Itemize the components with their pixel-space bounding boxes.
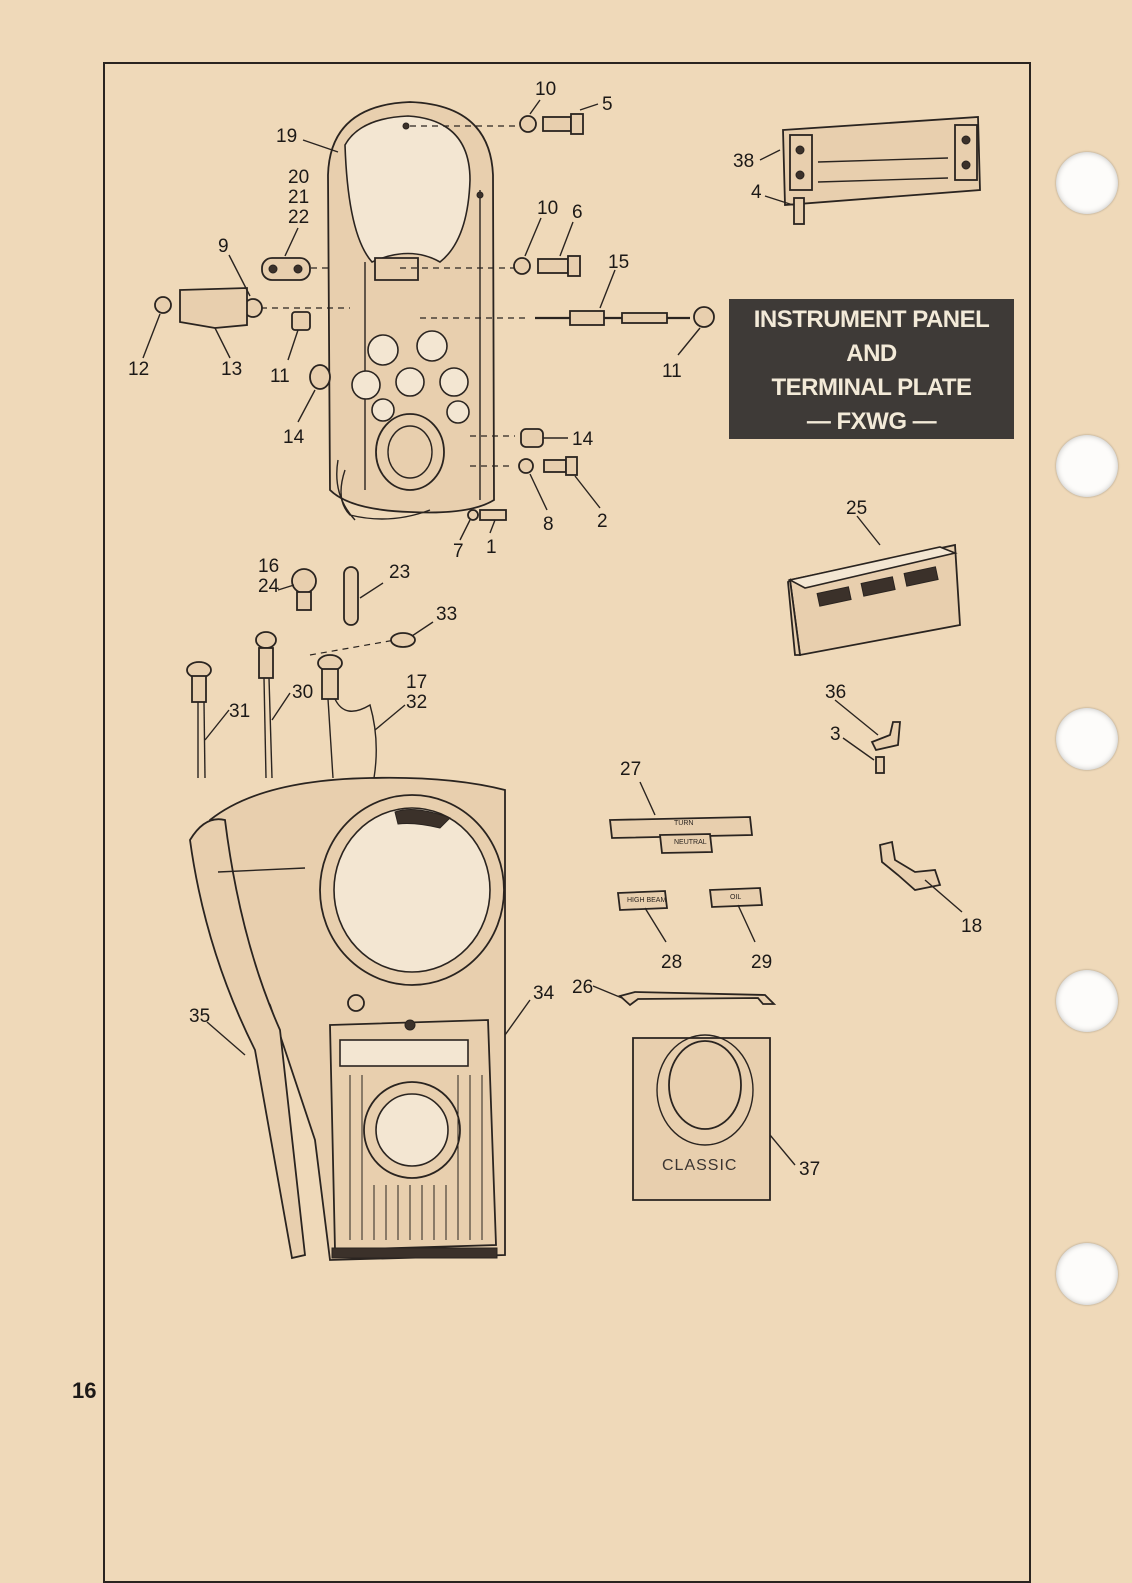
callout-36: 36 <box>825 682 846 703</box>
svg-text:HIGH BEAM: HIGH BEAM <box>627 897 666 904</box>
callout-29: 29 <box>751 952 772 973</box>
callout-31: 31 <box>229 701 250 722</box>
title-line-1: INSTRUMENT PANEL <box>753 306 990 333</box>
binder-hole-5 <box>1056 1243 1118 1305</box>
instrument-housing-part <box>189 776 506 1261</box>
callout-32: 32 <box>406 692 427 713</box>
callout-24: 24 <box>258 576 280 597</box>
binder-hole-1 <box>1056 152 1118 214</box>
catalog-page: TURN NEUTRAL HIGH BEAM OIL CLASSIC <box>72 62 1118 1583</box>
callout-7: 7 <box>453 541 464 562</box>
callout-23: 23 <box>389 562 410 583</box>
svg-text:CLASSIC: CLASSIC <box>662 1157 737 1174</box>
callout-4: 4 <box>751 182 762 203</box>
callout-27: 27 <box>620 759 641 780</box>
svg-text:NEUTRAL: NEUTRAL <box>674 839 707 846</box>
hardware-parts <box>154 113 715 521</box>
exploded-diagram: TURN NEUTRAL HIGH BEAM OIL CLASSIC <box>128 79 982 1261</box>
svg-text:OIL: OIL <box>730 894 741 901</box>
svg-text:TURN: TURN <box>674 820 693 827</box>
section-title: INSTRUMENT PANEL AND TERMINAL PLATE — FX… <box>729 299 1014 439</box>
binder-hole-2 <box>1056 435 1118 497</box>
callout-12: 12 <box>128 359 149 380</box>
callout-16: 16 <box>258 556 279 577</box>
callout-25: 25 <box>846 498 867 519</box>
callout-labels: 10 5 19 20 21 22 38 4 10 6 9 15 12 13 11… <box>128 79 982 1180</box>
callout-30: 30 <box>292 682 313 703</box>
callout-26: 26 <box>572 977 593 998</box>
callout-21: 21 <box>288 187 309 208</box>
bulbs-sockets <box>186 566 416 779</box>
page-number: 16 <box>72 1378 97 1403</box>
callout-6: 6 <box>572 202 583 223</box>
callout-33: 33 <box>436 604 457 625</box>
callout-10: 10 <box>535 79 556 100</box>
callout-3: 3 <box>830 724 841 745</box>
callout-10b: 10 <box>537 198 558 219</box>
instrument-panel-part <box>327 101 495 521</box>
lens-parts: TURN NEUTRAL HIGH BEAM OIL <box>608 816 764 911</box>
callout-14a: 14 <box>283 427 305 448</box>
bracket-part <box>870 721 901 774</box>
title-line-2: AND <box>846 340 897 367</box>
callout-19: 19 <box>276 126 297 147</box>
callout-38: 38 <box>733 151 754 172</box>
switch-bracket-part <box>879 840 942 891</box>
callout-11b: 11 <box>662 361 682 382</box>
title-line-3: TERMINAL PLATE <box>771 374 972 401</box>
callout-1: 1 <box>486 537 497 558</box>
callout-8: 8 <box>543 514 554 535</box>
callout-20: 20 <box>288 167 309 188</box>
cover-plate-part: CLASSIC <box>632 1034 771 1201</box>
callout-14b: 14 <box>572 429 594 450</box>
callout-5: 5 <box>602 94 613 115</box>
strap-part <box>618 991 777 1007</box>
callout-17: 17 <box>406 672 427 693</box>
indicator-housing-part <box>787 543 961 657</box>
callout-28: 28 <box>661 952 682 973</box>
callout-34: 34 <box>533 983 555 1004</box>
binder-hole-3 <box>1056 708 1118 770</box>
callout-35: 35 <box>189 1006 210 1027</box>
callout-37: 37 <box>799 1159 820 1180</box>
callout-13: 13 <box>221 359 242 380</box>
binder-hole-4 <box>1056 970 1118 1032</box>
callout-22: 22 <box>288 207 309 228</box>
terminal-plate-part <box>782 116 981 225</box>
callout-11a: 11 <box>270 366 290 387</box>
callout-leaders <box>142 99 963 1166</box>
callout-15: 15 <box>608 252 629 273</box>
callout-9: 9 <box>218 236 229 257</box>
title-line-4: — FXWG — <box>806 408 937 435</box>
callout-2: 2 <box>597 511 608 532</box>
callout-18: 18 <box>961 916 982 937</box>
